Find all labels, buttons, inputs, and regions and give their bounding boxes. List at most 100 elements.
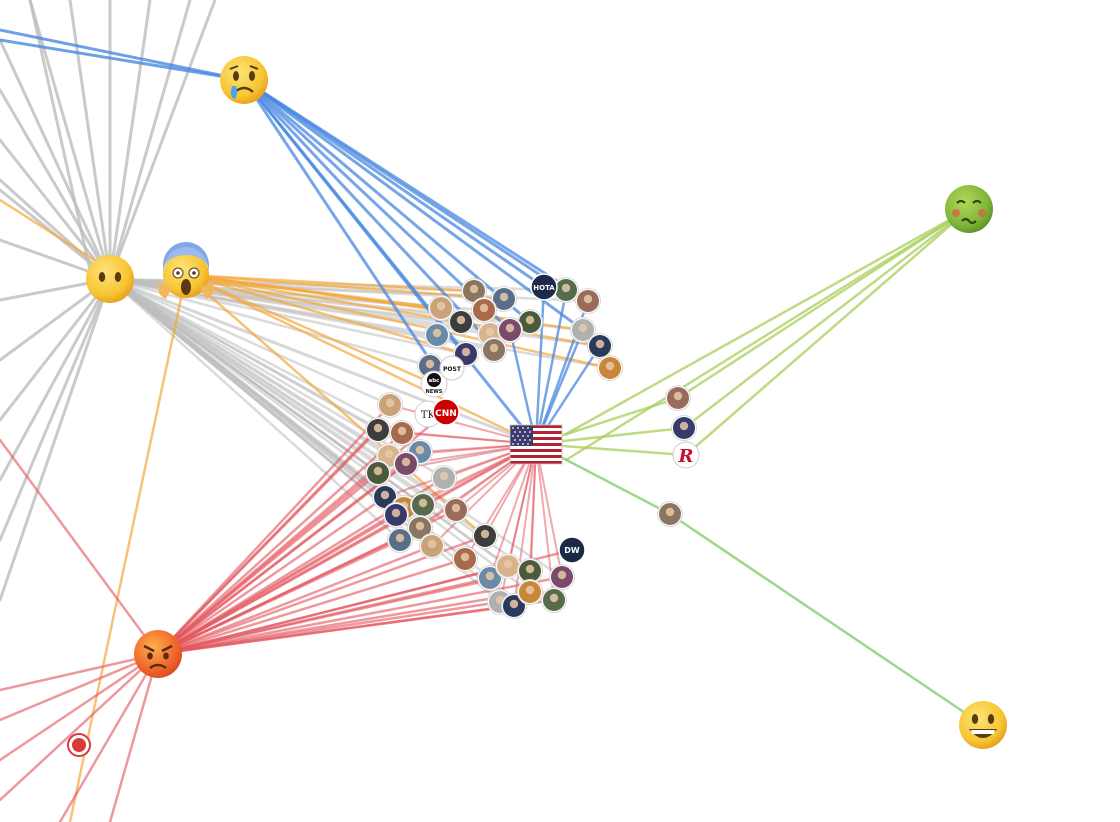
avatar-face: [425, 359, 435, 369]
source-node[interactable]: [428, 295, 454, 321]
grinning-emoji-node[interactable]: [959, 701, 1007, 749]
avatar-face: [525, 564, 535, 574]
source-node[interactable]: [671, 415, 697, 441]
source-node[interactable]: [387, 527, 413, 553]
source-node[interactable]: [383, 502, 409, 528]
avatar-face: [503, 559, 513, 569]
source-node[interactable]: [471, 297, 497, 323]
anger-edge: [108, 652, 160, 822]
anger-edge: [156, 538, 402, 656]
disgust-edge: [564, 207, 971, 436]
source-node[interactable]: [448, 309, 474, 335]
avatar-face: [578, 323, 588, 333]
anger-edge: [156, 557, 467, 656]
source-node[interactable]: [665, 385, 691, 411]
red-target-node[interactable]: [67, 733, 91, 757]
anger-edge: [513, 443, 537, 607]
avatar-face: [557, 570, 567, 580]
source-node[interactable]: [517, 558, 543, 584]
source-node-dw[interactable]: DW: [558, 536, 586, 564]
source-node[interactable]: [657, 501, 683, 527]
source-node[interactable]: [365, 460, 391, 486]
anger-edge: [156, 462, 408, 656]
source-node[interactable]: [477, 565, 503, 591]
united-states-flag-node[interactable]: [509, 424, 563, 465]
surprise-edge: [184, 273, 538, 446]
avatar-face: [679, 421, 689, 431]
angry-emoji-node[interactable]: [134, 630, 182, 678]
hotair-label: HOTA: [533, 284, 555, 292]
avatar-face: [549, 593, 559, 603]
source-node[interactable]: [472, 523, 498, 549]
avatar-face: [525, 585, 535, 595]
source-node[interactable]: [517, 579, 543, 605]
anger-edge: [0, 652, 160, 762]
source-node[interactable]: [497, 317, 523, 343]
source-node[interactable]: [541, 587, 567, 613]
source-node[interactable]: [389, 420, 415, 446]
source-node-cnn[interactable]: CNN: [432, 398, 460, 426]
angry-face-icon: [134, 630, 182, 678]
source-node[interactable]: [461, 278, 487, 304]
source-node[interactable]: [452, 546, 478, 572]
avatar-face: [451, 503, 461, 513]
anger-edge: [58, 652, 160, 822]
source-node[interactable]: [517, 309, 543, 335]
avatar-face: [397, 426, 407, 436]
abc-label: abc: [429, 378, 440, 384]
avatar-face: [391, 508, 401, 518]
disgust-edge: [564, 207, 971, 462]
anger-edge: [156, 569, 532, 656]
surprise-edge: [184, 273, 612, 370]
source-node[interactable]: [365, 417, 391, 443]
post-label: POST: [443, 366, 462, 373]
source-node-r[interactable]: R: [672, 441, 700, 469]
neutral-edge: [0, 277, 112, 422]
avatar-face: [479, 303, 489, 313]
avatar-face: [460, 552, 470, 562]
record-icon: [72, 738, 86, 752]
avatar-face: [395, 533, 405, 543]
avatar-face: [456, 315, 466, 325]
avatar-face: [665, 507, 675, 517]
neutral-edge: [0, 138, 112, 281]
source-node[interactable]: [491, 286, 517, 312]
screaming-emoji-node[interactable]: [158, 242, 214, 299]
source-node[interactable]: [393, 451, 419, 477]
source-node[interactable]: [431, 465, 457, 491]
avatar-face: [461, 347, 471, 357]
anger-edge: [156, 428, 378, 656]
nauseated-emoji-node[interactable]: [945, 185, 993, 233]
neutral-emoji-node[interactable]: [86, 255, 134, 303]
source-node-post[interactable]: POST: [439, 355, 465, 381]
source-node[interactable]: [443, 497, 469, 523]
sad-edge: [242, 78, 538, 446]
crying-face-icon: [220, 56, 268, 104]
edge-layer: [0, 0, 985, 822]
source-node[interactable]: [481, 337, 507, 363]
neutral-edge: [0, 277, 112, 602]
source-node[interactable]: [570, 317, 596, 343]
avatar-face: [595, 339, 605, 349]
source-node[interactable]: [410, 492, 436, 518]
source-node[interactable]: [597, 355, 623, 381]
source-node[interactable]: [549, 564, 575, 590]
avatar-face: [469, 284, 479, 294]
source-node[interactable]: [495, 553, 521, 579]
source-node[interactable]: [575, 288, 601, 314]
source-node[interactable]: [587, 333, 613, 359]
crying-emoji-node[interactable]: [220, 56, 268, 104]
sad-edge: [242, 78, 436, 368]
neutral-edge: [0, 178, 112, 281]
source-node[interactable]: [424, 322, 450, 348]
source-node[interactable]: [407, 515, 433, 541]
anger-edge: [156, 598, 556, 656]
sad-edge: [0, 38, 246, 82]
source-node-abc-news[interactable]: abc NEWS: [420, 370, 448, 398]
source-node[interactable]: [377, 392, 403, 418]
neutral-edge: [108, 277, 392, 407]
source-node-hotair[interactable]: HOTA: [530, 273, 558, 301]
source-node[interactable]: [419, 533, 445, 559]
source-node[interactable]: [553, 277, 579, 303]
